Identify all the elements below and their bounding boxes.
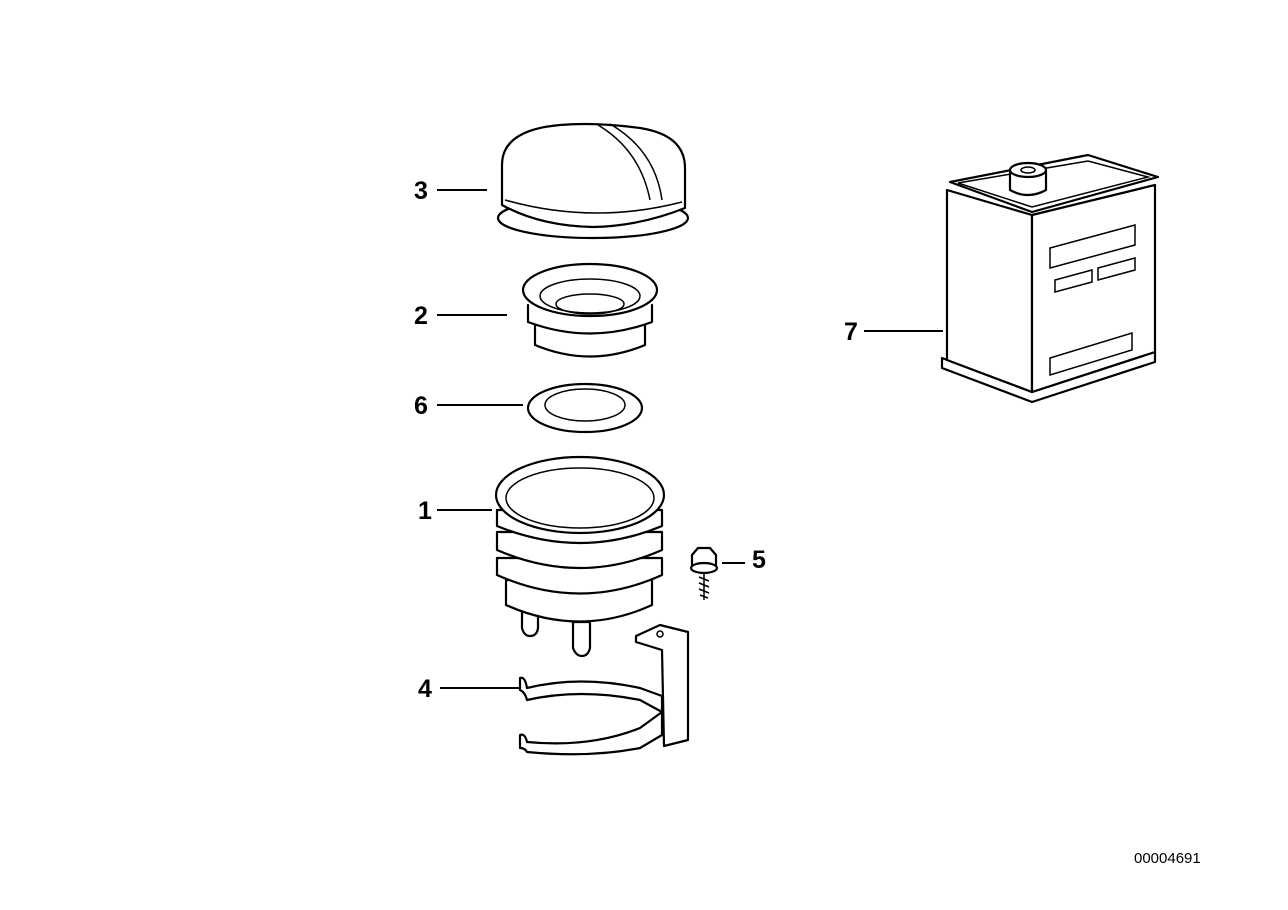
callout-3: 3 [414,177,428,205]
callout-7: 7 [844,318,858,346]
callout-2: 2 [414,302,428,330]
callout-4: 4 [418,675,432,703]
part-gasket-ring[interactable] [526,382,644,434]
callout-1: 1 [418,497,432,525]
document-number: 00004691 [1134,850,1201,867]
part-seal-insert[interactable] [521,262,659,358]
part-fluid-can[interactable] [940,153,1160,404]
part-screw[interactable] [689,546,719,600]
part-bracket-clamp[interactable] [518,623,690,756]
callout-5: 5 [752,546,766,574]
part-reservoir[interactable] [494,455,666,658]
callout-6: 6 [414,392,428,420]
part-cap[interactable] [496,122,690,240]
